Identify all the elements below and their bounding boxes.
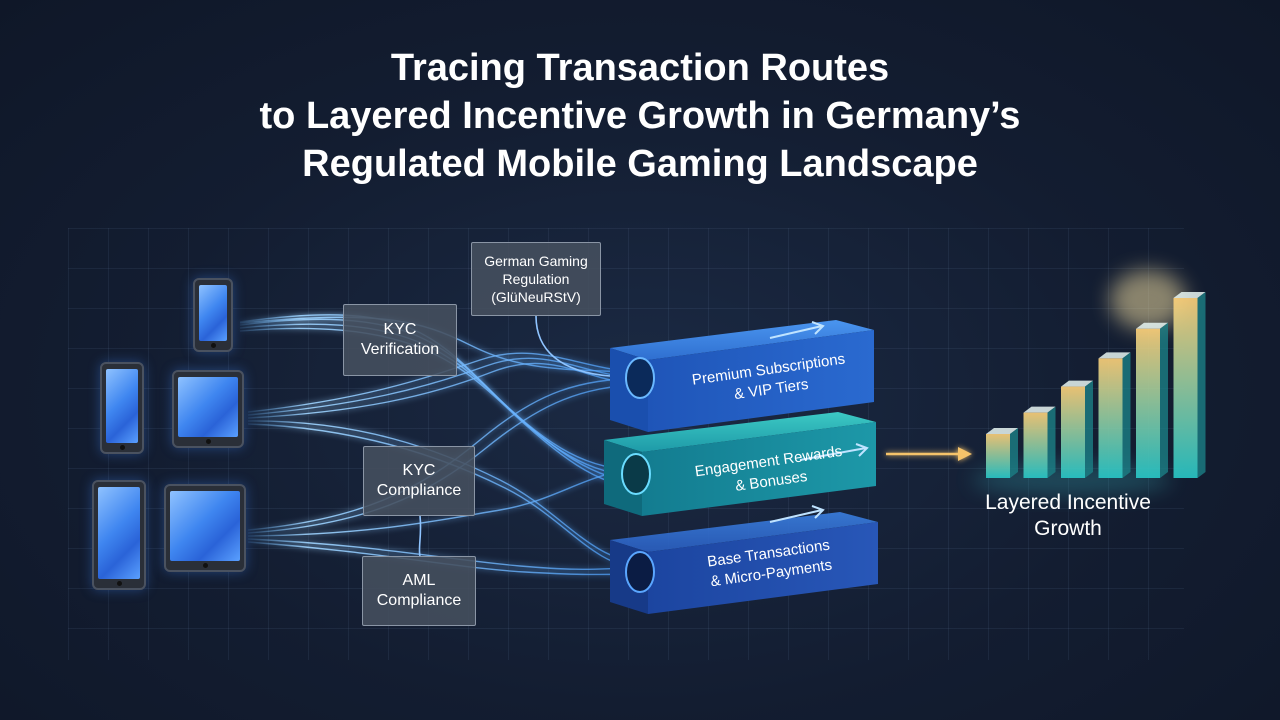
kyc-verification-line-1: KYC (383, 321, 417, 338)
kyc-compliance-box: KYC Compliance (363, 446, 475, 516)
aml-compliance-line-2: Compliance (376, 592, 462, 609)
connector-lines (418, 315, 611, 557)
kyc-verification-box: KYC Verification (343, 304, 457, 376)
title-line-2: to Layered Incentive Growth in Germany’s (259, 95, 1021, 137)
growth-label: Layered Incentive Growth (960, 490, 1176, 542)
device-home-button (205, 439, 211, 444)
kyc-verification-line-2: Verification (360, 341, 440, 358)
growth-bar (1136, 328, 1160, 478)
regulation-line-2: Regulation (502, 271, 570, 287)
device-home-button (202, 563, 208, 568)
connector-kyc-compliance (418, 515, 422, 557)
growth-bar-side (1085, 380, 1093, 478)
growth-label-line-1: Layered Incentive (985, 491, 1151, 514)
tier-arrow-middle (799, 443, 869, 461)
growth-bar-top (986, 428, 1018, 434)
growth-bar-top (1023, 406, 1056, 413)
regulation-line-3: (GlüNeuRStV) (491, 289, 581, 305)
flow-bundle-middle (247, 352, 641, 569)
flow-bundle-bottom (247, 377, 641, 576)
aml-compliance-box: AML Compliance (362, 556, 476, 626)
growth-bar (1061, 386, 1085, 478)
device-screen (170, 491, 240, 561)
growth-glow (1110, 270, 1186, 330)
device-screen (106, 369, 138, 443)
tier-arrows (769, 321, 869, 523)
phone-device-top (193, 278, 233, 352)
flow-streams (239, 314, 641, 576)
device-home-button (119, 445, 125, 450)
tier-arrow-top (769, 321, 825, 339)
growth-bar-side (1122, 352, 1131, 478)
title-line-3: Regulated Mobile Gaming Landscape (302, 143, 978, 185)
kyc-compliance-line-1: KYC (402, 462, 436, 479)
growth-bar-top (1061, 380, 1093, 387)
device-home-button (116, 581, 122, 586)
device-screen (98, 487, 140, 579)
growth-bar-side (1010, 428, 1018, 478)
page-title: Tracing Transaction Routes to Layered In… (0, 44, 1280, 188)
tablet-device-middle (172, 370, 244, 448)
tier-arrow-bottom (769, 505, 825, 523)
tablet-device-bottom (164, 484, 246, 572)
growth-bar-top (1136, 322, 1168, 329)
phone-device-middle (100, 362, 144, 454)
device-screen (199, 285, 227, 341)
connector-regulation (535, 315, 611, 377)
device-screen (178, 377, 238, 437)
growth-bar (986, 434, 1010, 478)
growth-bar (1023, 412, 1048, 478)
regulation-line-1: German Gaming (484, 253, 588, 269)
tier-slab-top (610, 320, 874, 432)
growth-bar-side (1047, 406, 1056, 478)
kyc-compliance-line-2: Compliance (376, 482, 462, 499)
growth-bar-top (1173, 292, 1206, 298)
aml-compliance-line-1: AML (402, 572, 436, 589)
tier-slab-bottom (610, 512, 878, 614)
growth-bars (986, 292, 1206, 478)
growth-bar (1098, 358, 1123, 478)
growth-bar-side (1160, 322, 1168, 478)
regulation-box: German Gaming Regulation (GlüNeuRStV) (471, 242, 601, 316)
growth-bar-top (1098, 352, 1131, 359)
growth-label-line-2: Growth (1034, 517, 1102, 540)
phone-device-bottom (92, 480, 146, 590)
tier-slab-middle (604, 412, 876, 516)
growth-bar (1173, 298, 1198, 478)
growth-arrow (886, 447, 972, 461)
device-home-button (210, 343, 216, 348)
growth-bar-side (1197, 292, 1206, 478)
title-line-1: Tracing Transaction Routes (390, 47, 890, 89)
